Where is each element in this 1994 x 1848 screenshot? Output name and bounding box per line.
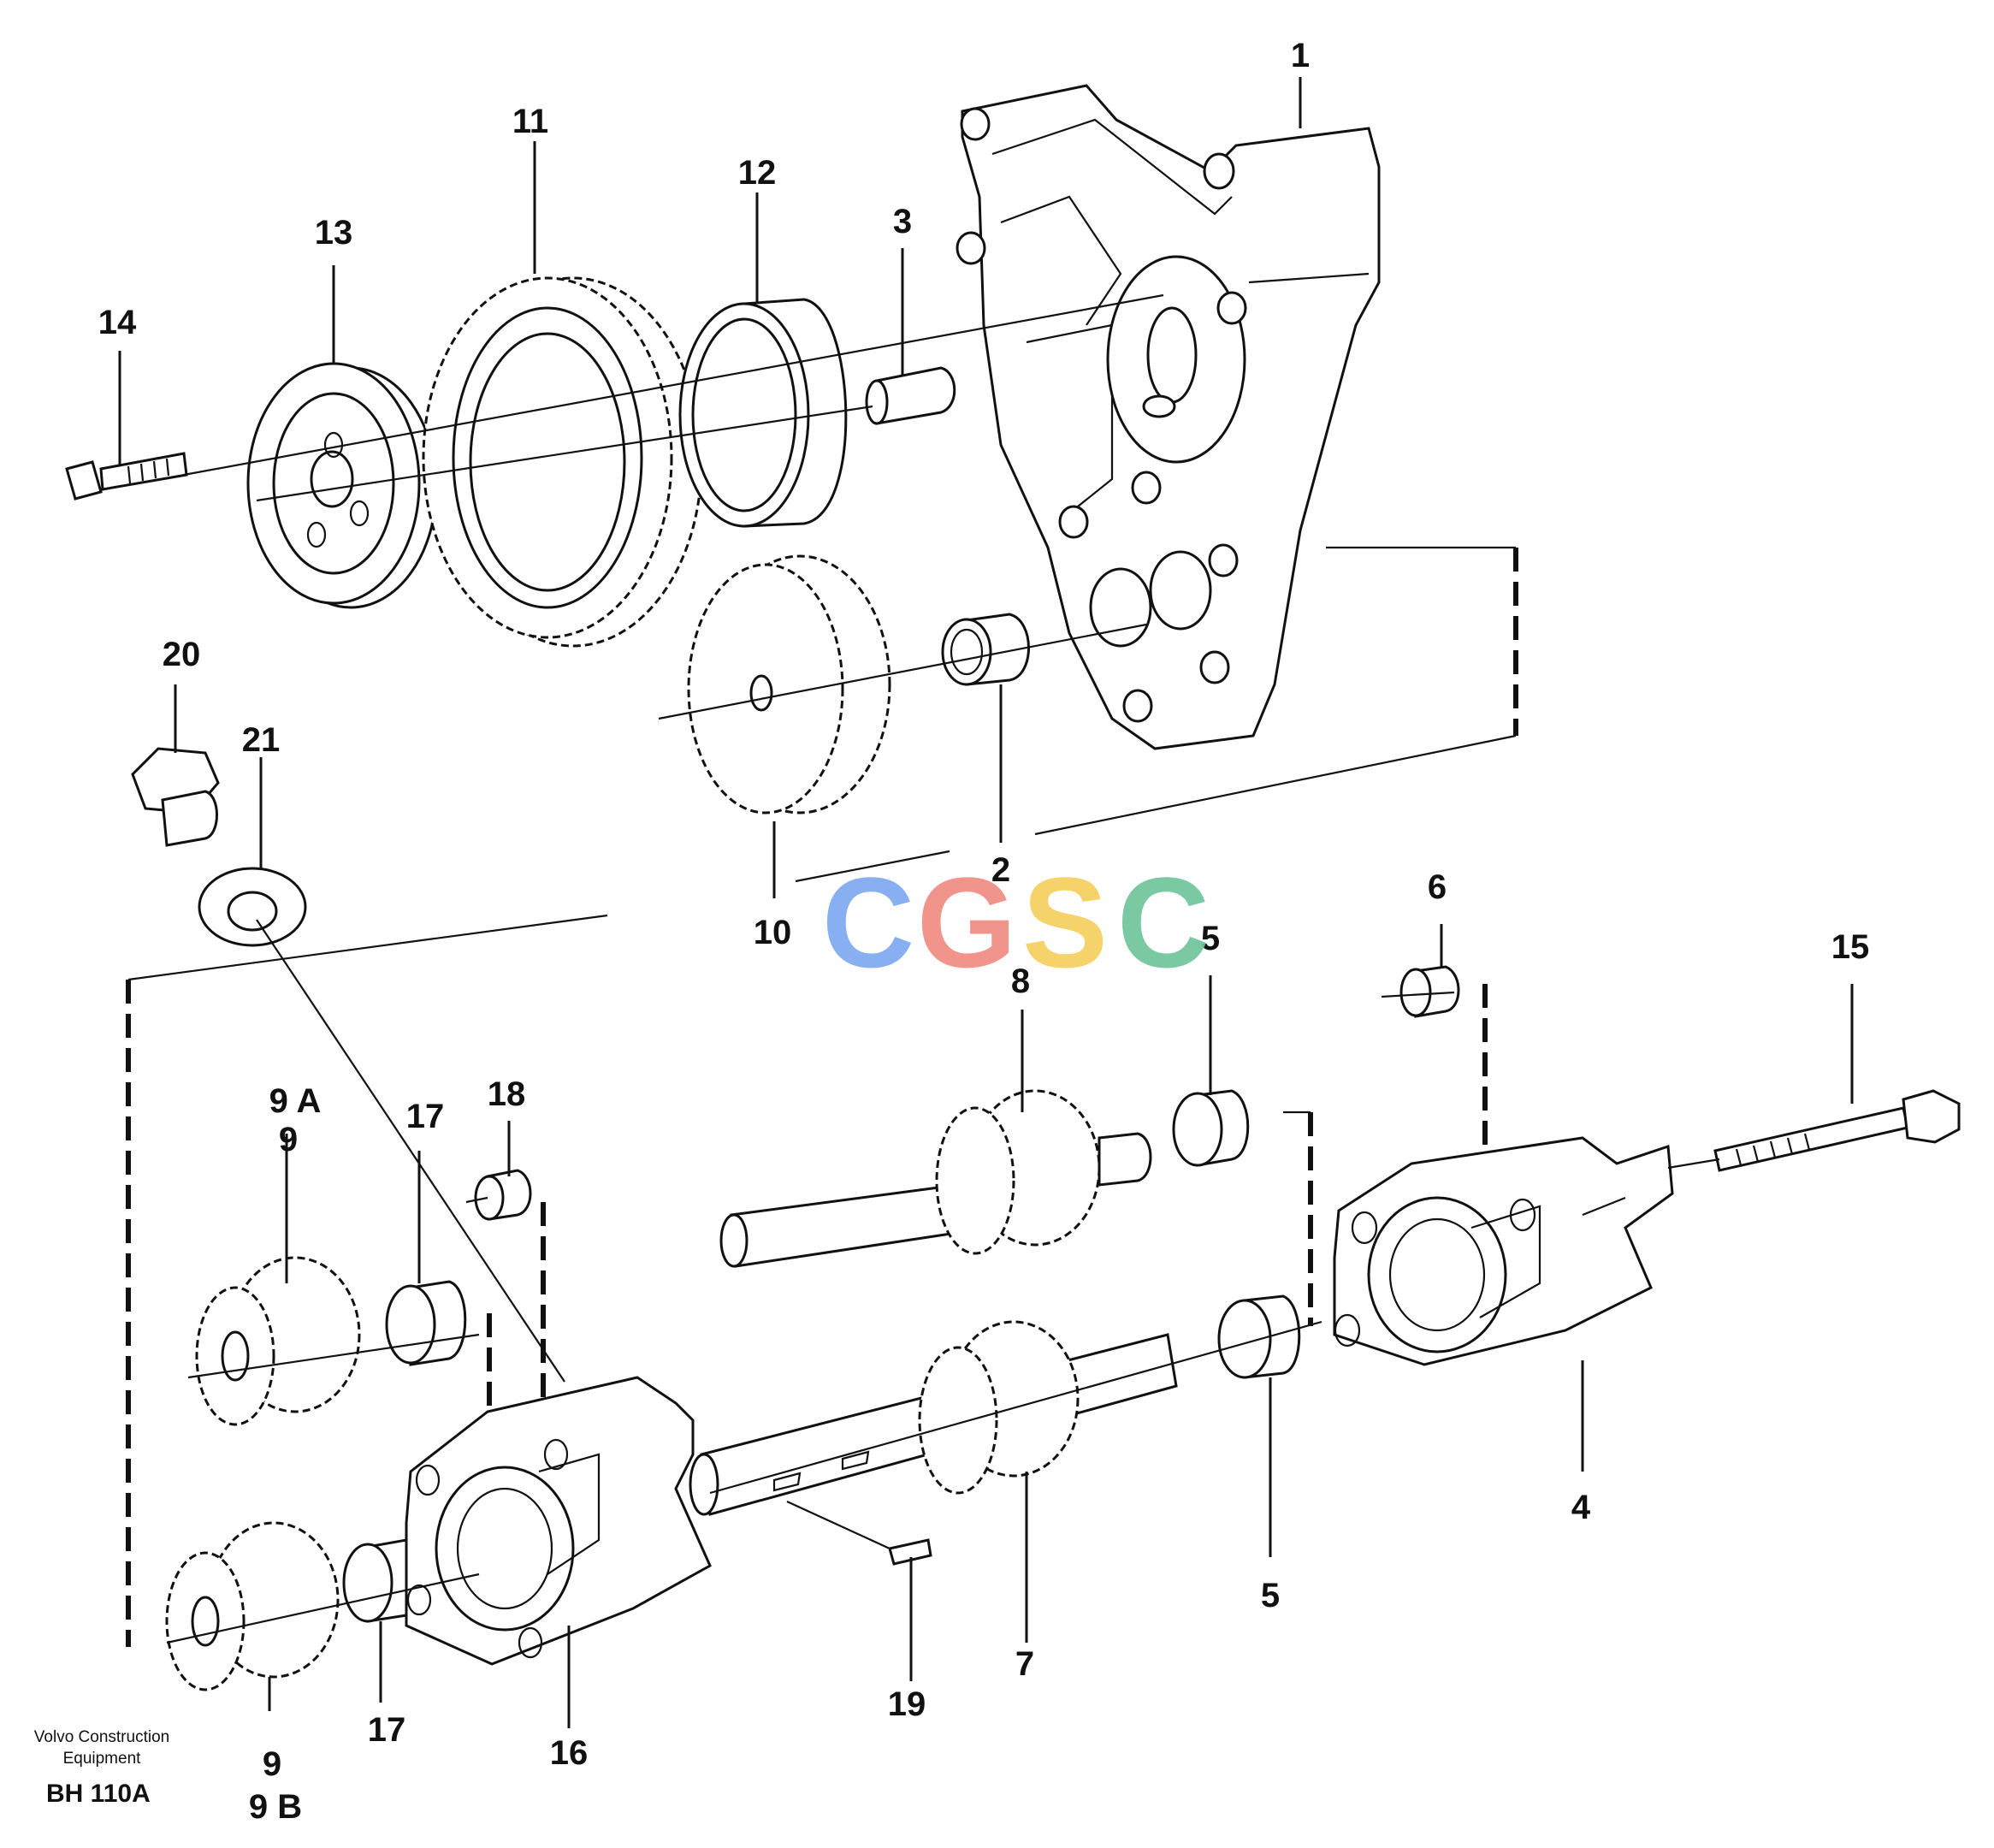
pulley-part-13 [246, 362, 438, 609]
label-part-21: 21 [242, 721, 281, 759]
drawing-footer: Volvo Construction Equipment BH 110A [12, 1727, 192, 1809]
washer-part-21 [198, 867, 307, 947]
label-part-19: 19 [888, 1685, 926, 1723]
label-part-17-upper: 17 [406, 1098, 445, 1135]
gear-part-9a [195, 1256, 361, 1426]
label-part-13: 13 [315, 214, 353, 252]
label-part-3: 3 [893, 203, 912, 240]
watermark-letter: C [822, 850, 914, 994]
label-part-9-lower: 9 [263, 1745, 281, 1783]
label-part-5-lower: 5 [1261, 1577, 1280, 1614]
sleeve-part-2 [941, 613, 1030, 686]
bolt-part-14 [65, 452, 188, 500]
label-part-10: 10 [754, 914, 792, 951]
label-part-16: 16 [550, 1734, 589, 1772]
company-name-line1: Volvo Construction [33, 1728, 170, 1746]
label-part-1: 1 [1291, 37, 1310, 74]
label-part-2: 2 [991, 851, 1010, 889]
shaft-gear-part-8 [719, 1089, 1152, 1268]
housing-part-1 [956, 84, 1381, 750]
label-part-20: 20 [163, 636, 201, 673]
pump-body-part-16 [405, 1376, 712, 1666]
watermark-letter: S [1022, 850, 1108, 994]
label-part-18: 18 [488, 1075, 526, 1113]
key-part-19 [888, 1538, 932, 1566]
shaft-gear-part-7 [689, 1320, 1178, 1516]
label-part-12: 12 [738, 154, 777, 192]
axis-lines [166, 293, 1720, 1644]
label-part-6: 6 [1428, 868, 1447, 906]
watermark-letter: G [917, 850, 1017, 994]
label-part-9a: 9 A [269, 1082, 322, 1120]
large-gear-part-11 [422, 276, 703, 648]
label-part-9-upper: 9 [279, 1121, 298, 1158]
label-part-11: 11 [512, 103, 548, 140]
pump-cover-part-4 [1333, 1136, 1674, 1366]
bush-part-18 [474, 1169, 532, 1221]
label-part-9b: 9 B [249, 1788, 302, 1826]
label-part-5-upper: 5 [1201, 920, 1220, 957]
company-name-line2: Equipment [62, 1750, 141, 1768]
part-labels: 1 11 12 3 13 14 20 21 2 10 6 5 15 8 18 9… [98, 37, 1870, 1826]
pin-part-3 [865, 366, 956, 425]
small-gear-part-10 [687, 554, 891, 814]
label-part-14: 14 [98, 304, 137, 341]
long-bolt-part-15 [1713, 1089, 1961, 1172]
plug-part-20 [131, 747, 220, 847]
label-part-8: 8 [1011, 962, 1030, 1000]
sleeve-part-17-upper [385, 1280, 467, 1366]
watermark-letter: C [1117, 850, 1210, 994]
label-part-17-lower: 17 [368, 1711, 406, 1749]
sleeve-part-5-lower [1217, 1294, 1301, 1379]
gear-part-9b [165, 1521, 340, 1691]
bushing-ring-part-12 [678, 298, 848, 528]
leader-lines [118, 77, 1854, 1728]
label-part-4: 4 [1571, 1489, 1591, 1526]
bush-part-6 [1399, 965, 1460, 1018]
label-part-7: 7 [1015, 1645, 1034, 1683]
sleeve-part-5-upper [1172, 1089, 1250, 1167]
label-part-15: 15 [1831, 928, 1870, 966]
drawing-code: BH 110A [46, 1780, 151, 1808]
